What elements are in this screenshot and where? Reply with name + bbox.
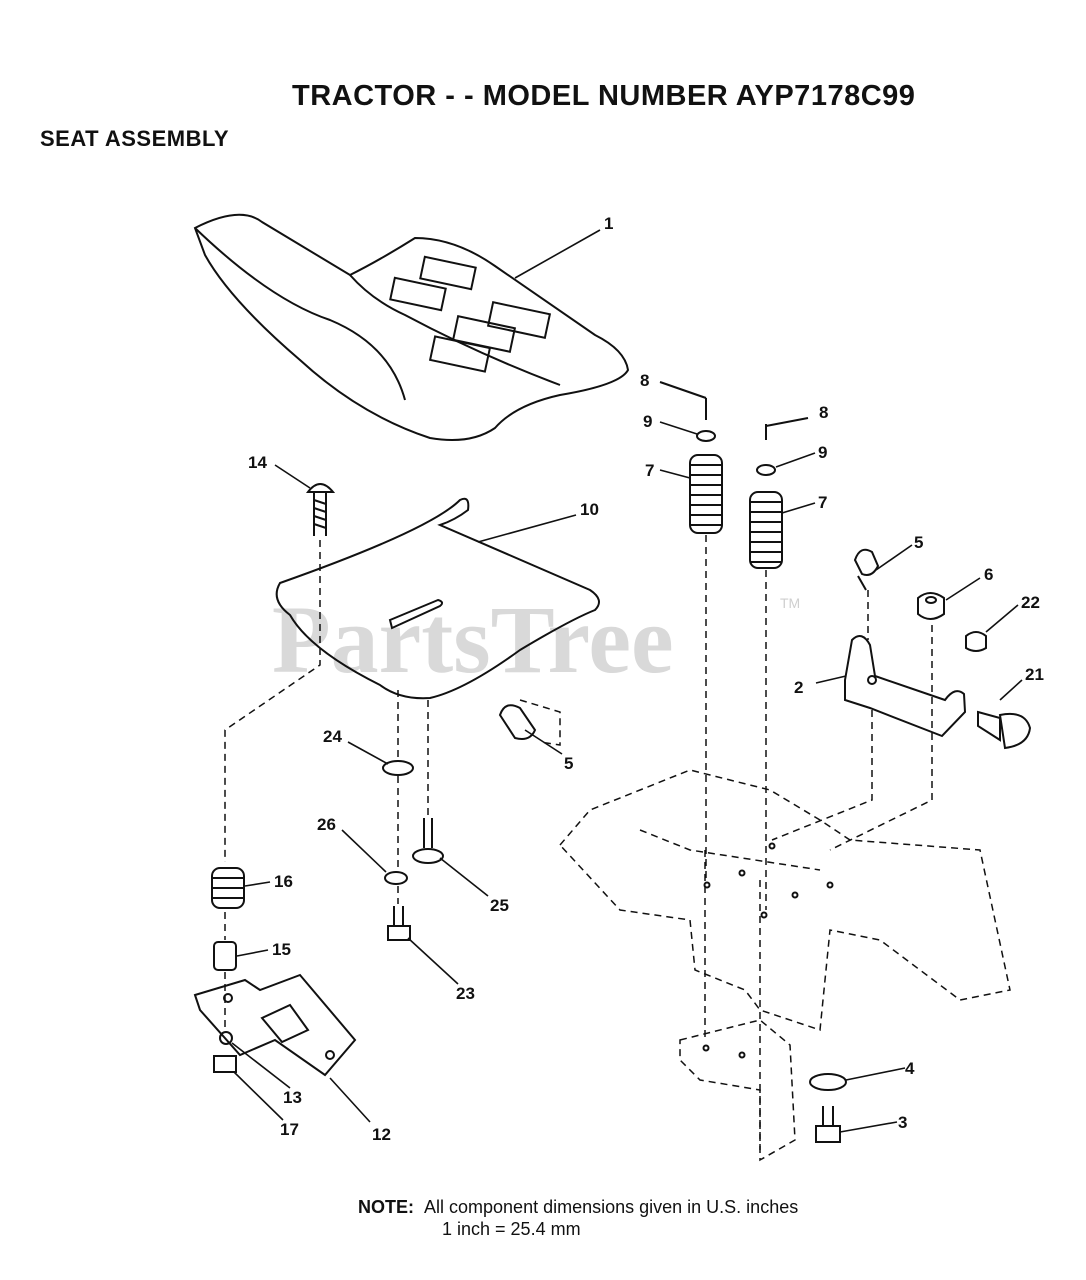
part-mounting-plate — [193, 973, 357, 1077]
callout-6: 6 — [984, 565, 993, 584]
page-title: TRACTOR - - MODEL NUMBER AYP7178C99 — [292, 80, 916, 112]
part-nut — [917, 592, 945, 620]
callout-7-right: 7 — [818, 493, 827, 512]
part-adjustment-knob — [977, 710, 1032, 750]
part-clip-upper — [853, 548, 880, 591]
watermark-tm: TM — [780, 595, 800, 611]
part-spacer — [213, 941, 237, 971]
callout-15: 15 — [272, 940, 291, 959]
callout-9-right: 9 — [818, 443, 827, 462]
part-bracket — [844, 635, 967, 738]
part-pin-right — [765, 417, 809, 440]
part-lockwasher-26 — [384, 871, 408, 885]
part-spring-right — [749, 491, 783, 569]
part-nut-13 — [219, 1031, 233, 1045]
callout-23: 23 — [456, 984, 475, 1003]
callout-9-left: 9 — [643, 412, 652, 431]
watermark-text: PartsTree — [272, 586, 674, 693]
dimension-note: NOTE: All component dimensions given in … — [358, 1196, 799, 1239]
callout-2: 2 — [794, 678, 803, 697]
callout-5-lower: 5 — [564, 754, 573, 773]
note-line-1: All component dimensions given in U.S. i… — [424, 1197, 799, 1217]
part-washer-24 — [382, 760, 414, 776]
callout-13: 13 — [283, 1088, 302, 1107]
note-line-2: 1 inch = 25.4 mm — [442, 1219, 581, 1239]
callout-16: 16 — [274, 872, 293, 891]
part-washer-4 — [809, 1073, 847, 1091]
part-bolt-3 — [815, 1106, 841, 1143]
note-label: NOTE: — [358, 1197, 414, 1217]
callout-8-right: 8 — [819, 403, 828, 422]
callout-14: 14 — [248, 453, 267, 472]
part-shoulder-bolt — [412, 818, 444, 864]
callout-leaders — [231, 229, 1023, 1133]
part-nut-17 — [213, 1055, 237, 1073]
callout-8-left: 8 — [640, 371, 649, 390]
part-spring-16 — [211, 867, 245, 909]
callout-4: 4 — [905, 1059, 915, 1078]
part-washer-left — [696, 430, 716, 442]
part-clip-lower — [498, 699, 561, 746]
part-spring-left — [689, 454, 723, 534]
callout-1: 1 — [604, 214, 613, 233]
callout-24: 24 — [323, 727, 342, 746]
assembly-guide-lines — [224, 535, 933, 1030]
callout-10: 10 — [580, 500, 599, 519]
callout-7-left: 7 — [645, 461, 654, 480]
callout-25: 25 — [490, 896, 509, 915]
callout-5-upper: 5 — [914, 533, 923, 552]
part-pin-left — [659, 381, 707, 420]
callout-labels: 1 8 9 8 9 7 7 14 10 5 6 22 2 21 5 24 26 … — [248, 214, 1044, 1144]
callout-17: 17 — [280, 1120, 299, 1139]
callout-12: 12 — [372, 1125, 391, 1144]
part-seat — [193, 213, 630, 441]
part-carriage-bolt — [305, 483, 336, 536]
part-seat-pan — [275, 497, 600, 700]
assembly-subtitle: SEAT ASSEMBLY — [40, 126, 230, 151]
tractor-frame-reference — [558, 769, 1011, 1162]
callout-26: 26 — [317, 815, 336, 834]
callout-22: 22 — [1021, 593, 1040, 612]
callout-3: 3 — [898, 1113, 907, 1132]
part-hex-bolt-23 — [387, 906, 411, 941]
part-locknut — [965, 631, 987, 652]
part-washer-right — [756, 464, 776, 476]
callout-21: 21 — [1025, 665, 1044, 684]
